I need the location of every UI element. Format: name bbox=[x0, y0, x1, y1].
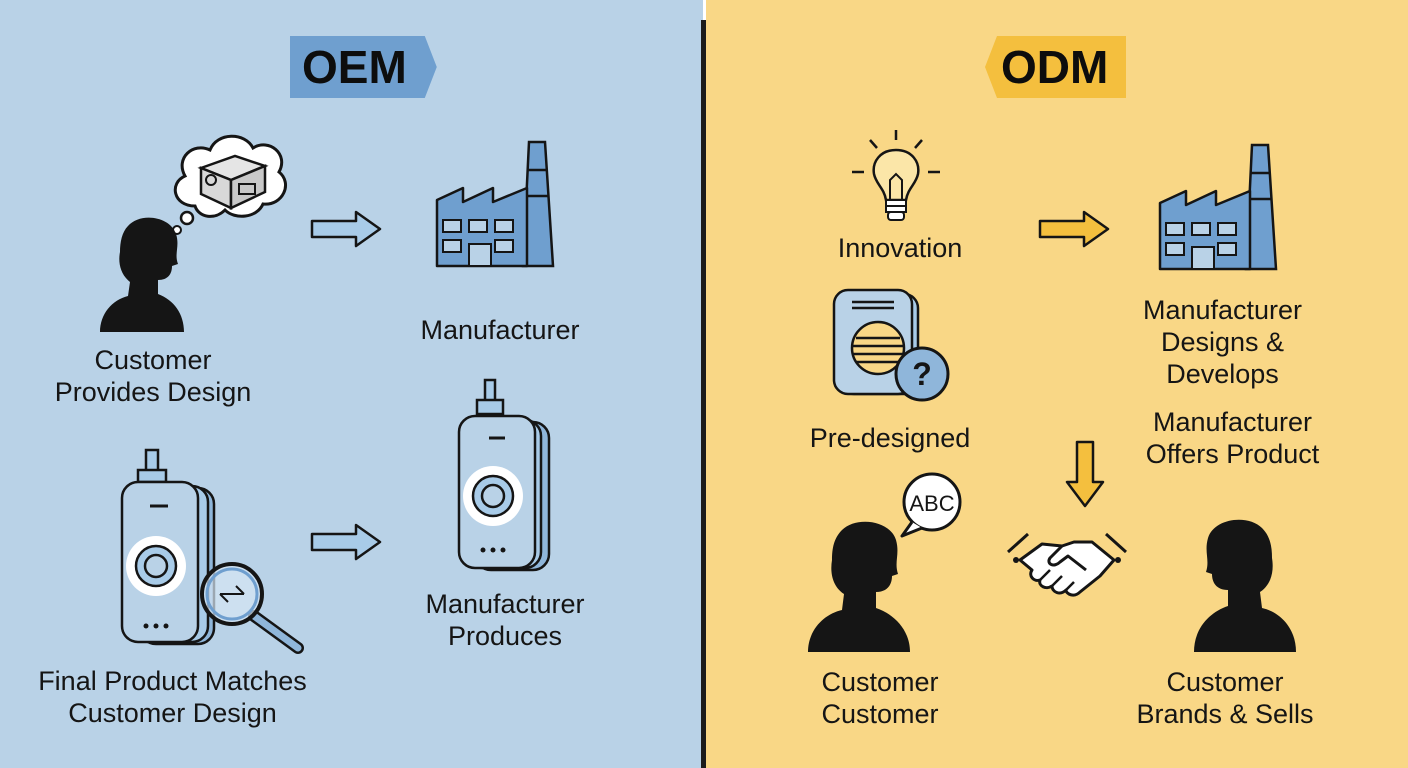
product-device-icon bbox=[120, 448, 216, 646]
arrow-right-icon bbox=[310, 210, 382, 248]
customer-left-line-2: Customer bbox=[821, 699, 939, 729]
customer-right-silhouette-icon bbox=[1194, 519, 1296, 652]
thought-bubble-icon bbox=[172, 134, 287, 235]
customer-right-line-1: Customer bbox=[1166, 667, 1284, 697]
handshake-icon bbox=[1006, 532, 1128, 597]
speech-bubble-icon bbox=[900, 472, 962, 538]
magnifier-icon bbox=[200, 562, 304, 654]
final-product-line-1: Final Product Matches bbox=[38, 666, 307, 696]
arrow-right-icon-3 bbox=[1038, 210, 1110, 248]
manufacturer-designs-label: Manufacturer Designs & Develops bbox=[1110, 294, 1335, 390]
manufacturer-designs-line-2: Designs & bbox=[1160, 327, 1285, 357]
innovation-label: Innovation bbox=[837, 233, 963, 263]
factory-icon bbox=[435, 140, 555, 268]
customer-left-line-1: Customer bbox=[821, 667, 939, 697]
manufacturer-designs-line-3: Develops bbox=[1166, 359, 1279, 389]
arrow-down-icon bbox=[1065, 440, 1105, 508]
pre-designed-product-icon: ? bbox=[832, 288, 950, 402]
customer-right-line-2: Brands & Sells bbox=[1136, 699, 1314, 729]
manufacturer-produces-line-1: Manufacturer bbox=[425, 589, 585, 619]
manufacturer-offers-line-2: Offers Product bbox=[1145, 439, 1320, 469]
odm-title: ODM bbox=[985, 36, 1127, 98]
final-product-line-2: Customer Design bbox=[68, 698, 277, 728]
panel-divider bbox=[701, 20, 706, 768]
arrow-right-icon-2 bbox=[310, 523, 382, 561]
customer-provides-design-label: Customer Provides Design bbox=[48, 344, 258, 408]
customer-right-label: Customer Brands & Sells bbox=[1120, 666, 1330, 730]
customer-left-silhouette-icon bbox=[808, 521, 910, 652]
manufacturer-offers-label: Manufacturer Offers Product bbox=[1110, 406, 1355, 470]
oem-title: OEM bbox=[290, 36, 437, 98]
customer-left-label: Customer Customer bbox=[790, 666, 970, 730]
lightbulb-icon bbox=[852, 130, 940, 221]
manufacturer-designs-line-1: Manufacturer bbox=[1142, 295, 1303, 325]
manufacturer-offers-line-1: Manufacturer bbox=[1152, 407, 1313, 437]
customer-design-line-1: Customer bbox=[94, 345, 212, 375]
oem-panel bbox=[0, 0, 703, 768]
svg-text:?: ? bbox=[912, 356, 932, 392]
pre-designed-label: Pre-designed bbox=[809, 423, 971, 453]
customer-silhouette-icon bbox=[100, 217, 184, 332]
produced-device-icon bbox=[457, 378, 551, 572]
manufacturer-label: Manufacturer bbox=[420, 315, 580, 345]
final-product-label: Final Product Matches Customer Design bbox=[20, 665, 325, 729]
customer-design-line-2: Provides Design bbox=[54, 377, 252, 407]
speech-bubble-text: ABC bbox=[909, 491, 955, 516]
manufacturer-produces-label: Manufacturer Produces bbox=[400, 588, 610, 652]
manufacturer-produces-line-2: Produces bbox=[447, 621, 563, 651]
factory-icon-odm bbox=[1158, 143, 1278, 271]
